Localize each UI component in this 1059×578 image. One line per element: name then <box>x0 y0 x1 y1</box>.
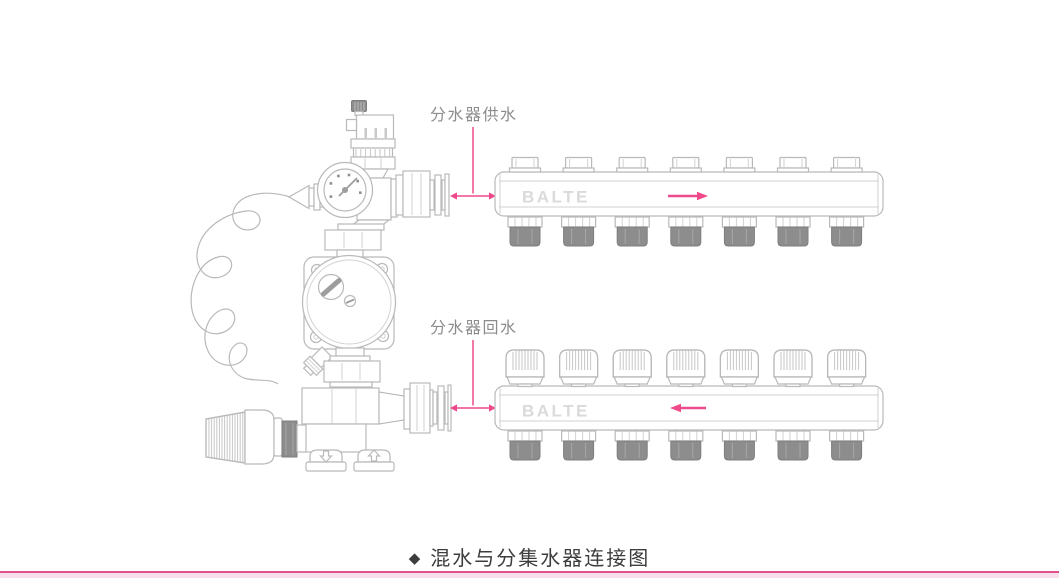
connection-arrow-right-icon <box>489 192 496 200</box>
connection-arrow-right-icon <box>489 404 496 412</box>
supply-manifold: BALTE <box>494 156 884 247</box>
connection-arrow-left-icon <box>450 404 457 412</box>
pressure-gauge <box>316 161 374 219</box>
return-manifold: BALTE <box>494 349 884 461</box>
return-label: 分水器回水 <box>430 319 518 337</box>
caption-text: 混水与分集水器连接图 <box>430 548 651 570</box>
return-flow-arrow-icon <box>670 403 706 413</box>
valve-port-right <box>353 449 395 472</box>
brand-text: BALTE <box>522 188 590 207</box>
return-connection <box>450 340 496 412</box>
footer-divider <box>0 571 1059 578</box>
flow-up-arrow-icon <box>367 449 381 462</box>
pump-shaft-screw-icon <box>343 294 357 308</box>
diamond-bullet-icon: ◆ <box>408 550 421 567</box>
pump-union-nut-top <box>324 219 391 259</box>
connection-arrow-left-icon <box>450 192 457 200</box>
drain-fitting <box>302 346 333 377</box>
supply-flow-arrow-icon <box>668 191 708 201</box>
capillary-tube <box>190 192 291 385</box>
pump-union-nut-bottom <box>323 347 381 388</box>
supply-connection <box>450 127 496 200</box>
mixing-unit <box>205 100 452 472</box>
flow-down-arrow-icon <box>319 450 333 463</box>
mixing-valve-body <box>301 382 452 472</box>
caption: ◆ 混水与分集水器连接图 <box>0 542 1059 571</box>
thermostatic-head <box>205 409 307 465</box>
circulation-pump <box>301 254 397 377</box>
brand-text: BALTE <box>522 402 590 421</box>
valve-port-left <box>305 449 347 472</box>
supply-label: 分水器供水 <box>430 106 518 124</box>
pump-vent-plug-icon <box>317 273 345 301</box>
